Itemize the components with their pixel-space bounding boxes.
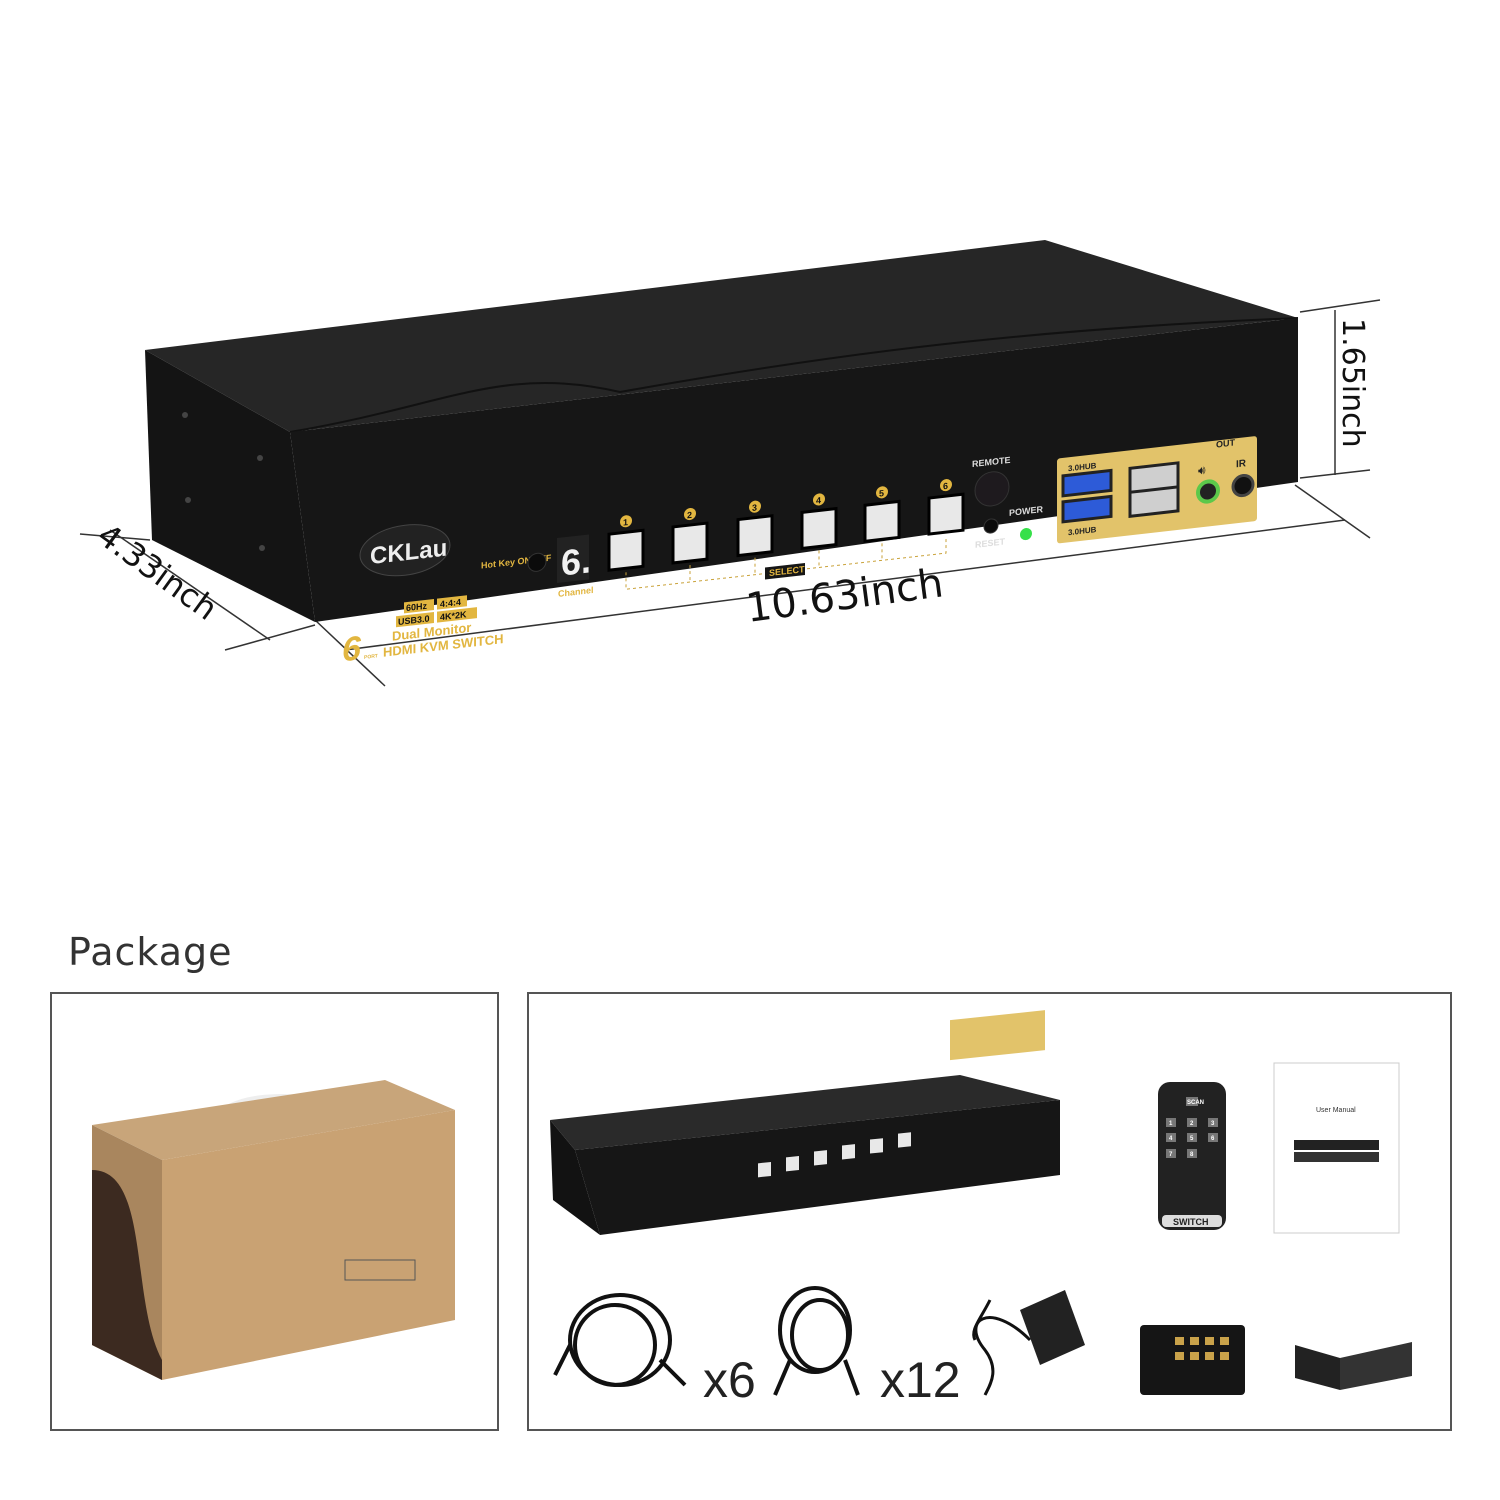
svg-text:USB3.0: USB3.0	[398, 613, 429, 627]
hub-label-bottom: 3.0HUB	[1068, 525, 1097, 537]
audio-out-jack[interactable]	[1196, 479, 1220, 504]
channel-label: Channel	[558, 585, 593, 599]
ir-jack[interactable]	[1231, 473, 1255, 498]
port-count: 6	[342, 629, 362, 669]
svg-text:6: 6	[943, 481, 948, 492]
kvm-side-face	[145, 350, 315, 622]
reset-label: RESET	[975, 536, 1005, 549]
svg-text:8: 8	[1190, 1152, 1194, 1158]
svg-text:2: 2	[687, 510, 692, 521]
kvm-top-face	[145, 240, 1298, 432]
rack-mount-bracket	[1295, 1342, 1412, 1390]
port-word: PORT	[364, 653, 378, 661]
dimension-lines	[79, 299, 1381, 687]
hub-label-top: 3.0HUB	[1068, 461, 1097, 473]
remote-label: SWITCH	[1173, 1217, 1209, 1227]
usb3-port-2[interactable]	[1061, 494, 1113, 524]
select-button-5[interactable]: 5	[863, 484, 901, 543]
package-carton	[92, 1080, 455, 1380]
package-title: Package	[68, 930, 233, 974]
svg-text:4K*2K: 4K*2K	[440, 609, 467, 622]
hotkey-button[interactable]	[527, 552, 547, 572]
feature-badges: 60Hz 4:4:4 USB3.0 4K*2K	[396, 595, 477, 628]
usb3-port-1[interactable]	[1061, 468, 1113, 498]
svg-text:4: 4	[1169, 1136, 1173, 1142]
select-button-1[interactable]: 1	[607, 513, 645, 572]
select-button-3[interactable]: 3	[736, 499, 774, 558]
channel-display	[557, 534, 589, 584]
svg-text:60Hz: 60Hz	[406, 601, 427, 613]
svg-text:2: 2	[1190, 1121, 1194, 1127]
select-buttons: 1 2 3 4 5 6 SELECT	[607, 477, 965, 590]
hdmi-cable	[773, 1286, 860, 1396]
select-button-2[interactable]: 2	[671, 506, 709, 565]
kvm-front-face	[290, 318, 1298, 622]
ir-label: IR	[1236, 458, 1247, 470]
usb-cable-qty: x6	[703, 1352, 756, 1408]
power-adapter	[972, 1290, 1085, 1396]
svg-text:5: 5	[1190, 1136, 1194, 1142]
svg-text:1: 1	[1169, 1121, 1173, 1127]
select-button-6[interactable]: 6	[927, 477, 965, 536]
svg-text:4:4:4: 4:4:4	[440, 597, 461, 609]
dimension-height: 1.65inch	[1335, 318, 1370, 448]
out-label: OUT	[1216, 437, 1235, 449]
brand-logo	[359, 524, 451, 577]
svg-text:6: 6	[1211, 1136, 1215, 1142]
select-label: SELECT	[769, 564, 805, 578]
ir-receiver	[974, 471, 1010, 507]
package-contents-frame	[527, 992, 1452, 1431]
channel-display-value: 6.	[561, 539, 591, 583]
select-button-4[interactable]: 4	[800, 492, 838, 551]
svg-text:4: 4	[816, 495, 821, 506]
package-box-frame	[50, 992, 499, 1431]
speaker-icon: 🔊︎	[1198, 463, 1206, 478]
package-kvm-switch	[550, 1010, 1060, 1235]
svg-text:1: 1	[623, 517, 628, 528]
svg-text:5: 5	[879, 488, 884, 499]
remote-control: SWITCH SCAN 1 2 3 4 5 6 7 8	[1158, 1082, 1226, 1230]
kvm-switch	[145, 240, 1299, 622]
power-led	[1020, 528, 1032, 541]
svg-text:3: 3	[752, 502, 757, 513]
reset-button[interactable]	[983, 518, 999, 534]
svg-text:SCAN: SCAN	[1187, 1100, 1204, 1106]
power-label: POWER	[1009, 504, 1043, 518]
remote-label: REMOTE	[972, 455, 1010, 469]
hdmi-cable-qty: x12	[880, 1352, 961, 1408]
user-manual: User Manual	[1273, 1062, 1400, 1234]
usb-cable	[553, 1293, 687, 1387]
svg-text:3: 3	[1211, 1121, 1215, 1127]
manual-title: User Manual	[1316, 1107, 1356, 1114]
wired-switch-pad	[1140, 1325, 1245, 1395]
svg-text:7: 7	[1169, 1152, 1173, 1158]
